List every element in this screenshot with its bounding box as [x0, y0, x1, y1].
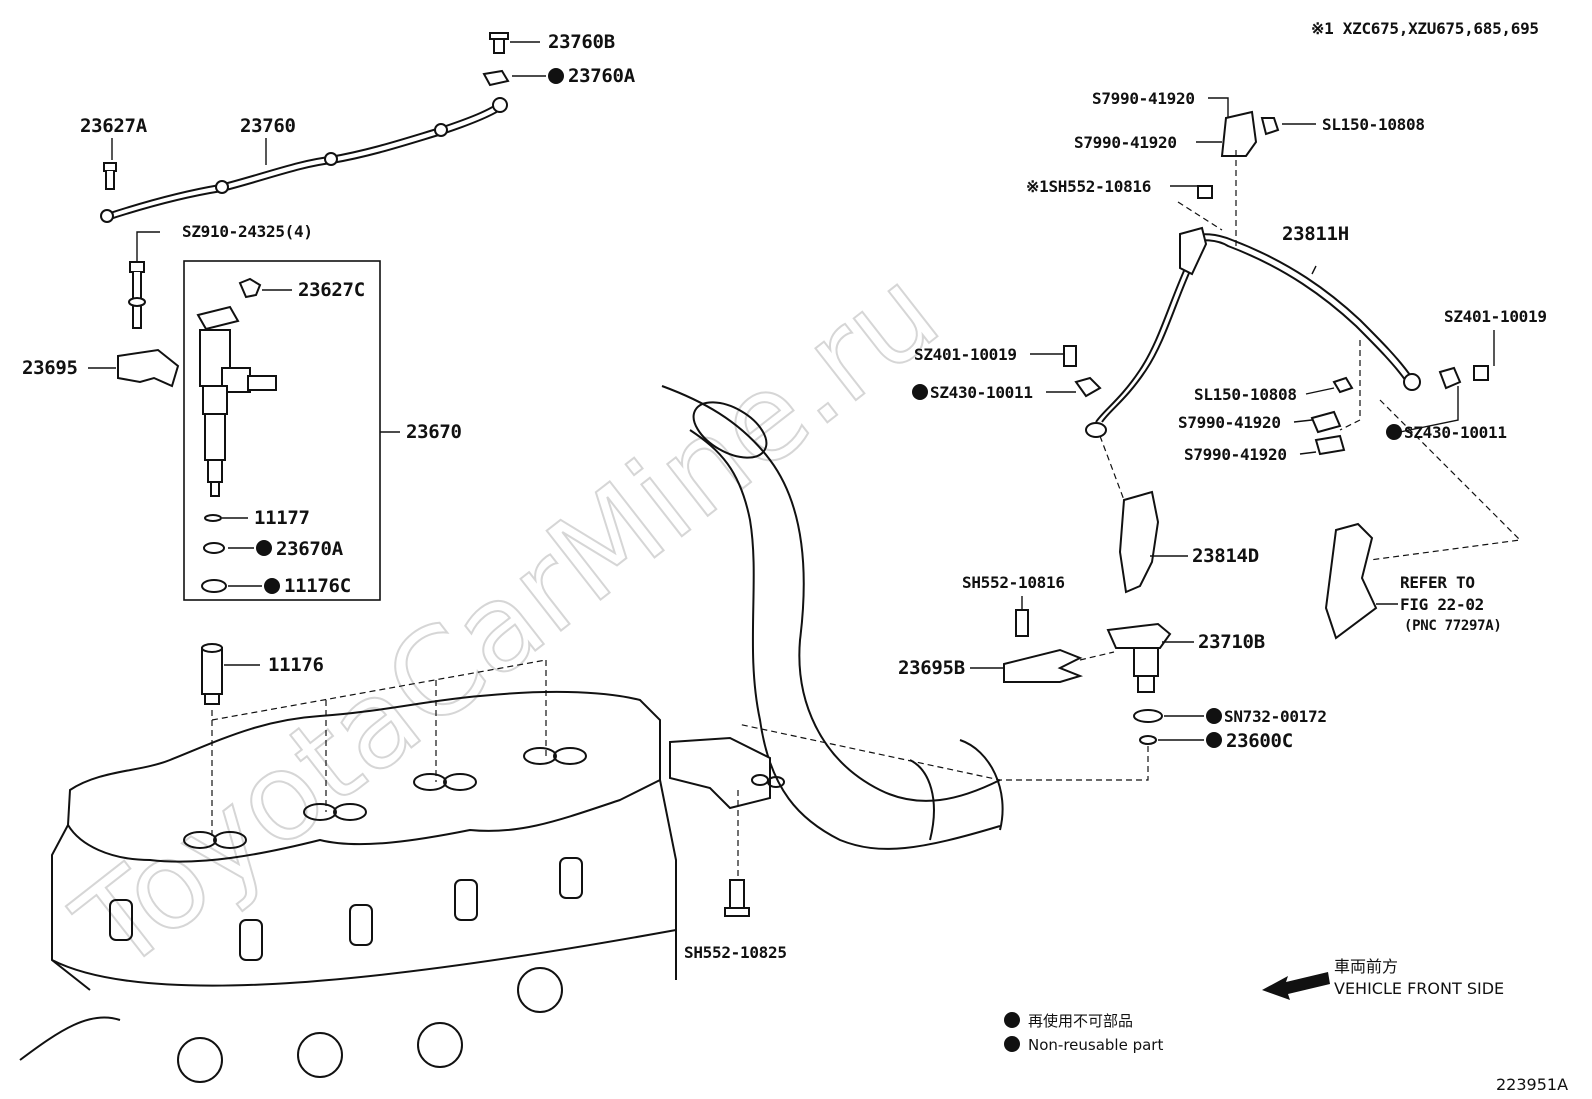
part-SN732-00172[interactable]: SN732-00172: [1224, 707, 1327, 726]
legend-jp: 再使用不可部品: [1028, 1012, 1133, 1030]
part-SZ401-10019-b[interactable]: SZ401-10019: [1444, 307, 1547, 326]
part-23760B[interactable]: 23760B: [548, 31, 615, 53]
part-SZ401-10019-a[interactable]: SZ401-10019: [914, 345, 1017, 364]
intake-pipe-outline: [661, 385, 1004, 850]
refer-line-1: REFER TO: [1400, 573, 1475, 592]
part-SZ430-10011-a[interactable]: SZ430-10011: [930, 383, 1033, 402]
bolt-icon: [128, 261, 146, 329]
part-S7990-41920-d[interactable]: S7990-41920: [1184, 445, 1287, 464]
filled-circle-icon: [264, 578, 280, 594]
filled-circle-icon: [1206, 732, 1222, 748]
part-11176C[interactable]: 11176C: [284, 575, 351, 597]
filled-circle-icon: [256, 540, 272, 556]
part-11176[interactable]: 11176: [268, 654, 324, 676]
part-SH552-10825[interactable]: SH552-10825: [684, 943, 787, 962]
vehicle-front-en: VEHICLE FRONT SIDE: [1334, 979, 1504, 998]
part-23760A[interactable]: 23760A: [568, 65, 636, 87]
part-SZ430-10011-b[interactable]: SZ430-10011: [1404, 423, 1507, 442]
part-23627A[interactable]: 23627A: [80, 115, 148, 137]
pressure-sensor-wiring: [1003, 110, 1489, 745]
nozzle-sleeve-icon: [201, 643, 223, 705]
filled-circle-icon: [1206, 708, 1222, 724]
model-note: ※1 XZC675,XZU675,685,695: [1311, 19, 1539, 38]
watermark: ToyotaCarMine.ru: [51, 243, 963, 999]
part-S7990-41920-c[interactable]: S7990-41920: [1178, 413, 1281, 432]
filled-circle-icon: [1386, 424, 1402, 440]
part-S7990-41920-b[interactable]: S7990-41920: [1074, 133, 1177, 152]
filled-circle-icon: [548, 68, 564, 84]
injector-assembly-box: [183, 260, 381, 601]
part-23695B[interactable]: 23695B: [898, 657, 965, 679]
wiring-guide-lines: [737, 150, 1522, 781]
part-23814D[interactable]: 23814D: [1192, 545, 1259, 567]
part-SH552-10816-a[interactable]: ※1SH552-10816: [1026, 177, 1151, 196]
fuel-return-pipe-group: [100, 32, 510, 223]
clamp-icon: [117, 348, 180, 388]
part-23811H[interactable]: 23811H: [1282, 223, 1349, 245]
part-23695[interactable]: 23695: [22, 357, 78, 379]
refer-line-2[interactable]: FIG 22-02: [1400, 595, 1484, 614]
injector-icon: [196, 277, 277, 497]
legend-en: Non-reusable part: [1028, 1036, 1163, 1054]
cylinder-head-outline: [19, 690, 677, 1083]
part-23600C[interactable]: 23600C: [1226, 730, 1293, 752]
vehicle-front-jp: 車両前方: [1334, 957, 1398, 976]
part-SL150-10808-a[interactable]: SL150-10808: [1322, 115, 1425, 134]
filled-circle-icon: [912, 384, 928, 400]
part-S7990-41920-a[interactable]: S7990-41920: [1092, 89, 1195, 108]
part-23670[interactable]: 23670: [406, 421, 462, 443]
part-11177[interactable]: 11177: [254, 507, 310, 529]
arrow-left-icon: [1262, 972, 1330, 1000]
part-SZ910-24325[interactable]: SZ910-24325(4): [182, 222, 313, 241]
part-SL150-10808-b[interactable]: SL150-10808: [1194, 385, 1297, 404]
assembly-guide-lines: [211, 659, 547, 840]
filled-circle-icon: [1004, 1012, 1020, 1028]
part-23760[interactable]: 23760: [240, 115, 296, 137]
illustration-id: 223951A: [1496, 1075, 1568, 1094]
part-23627C[interactable]: 23627C: [298, 279, 365, 301]
part-23670A[interactable]: 23670A: [276, 538, 344, 560]
refer-line-3: (PNC 77297A): [1404, 618, 1502, 634]
bolt-icon: [724, 879, 750, 917]
part-23710B[interactable]: 23710B: [1198, 631, 1265, 653]
filled-circle-icon: [1004, 1036, 1020, 1052]
part-SH552-10816-b[interactable]: SH552-10816: [962, 573, 1065, 592]
